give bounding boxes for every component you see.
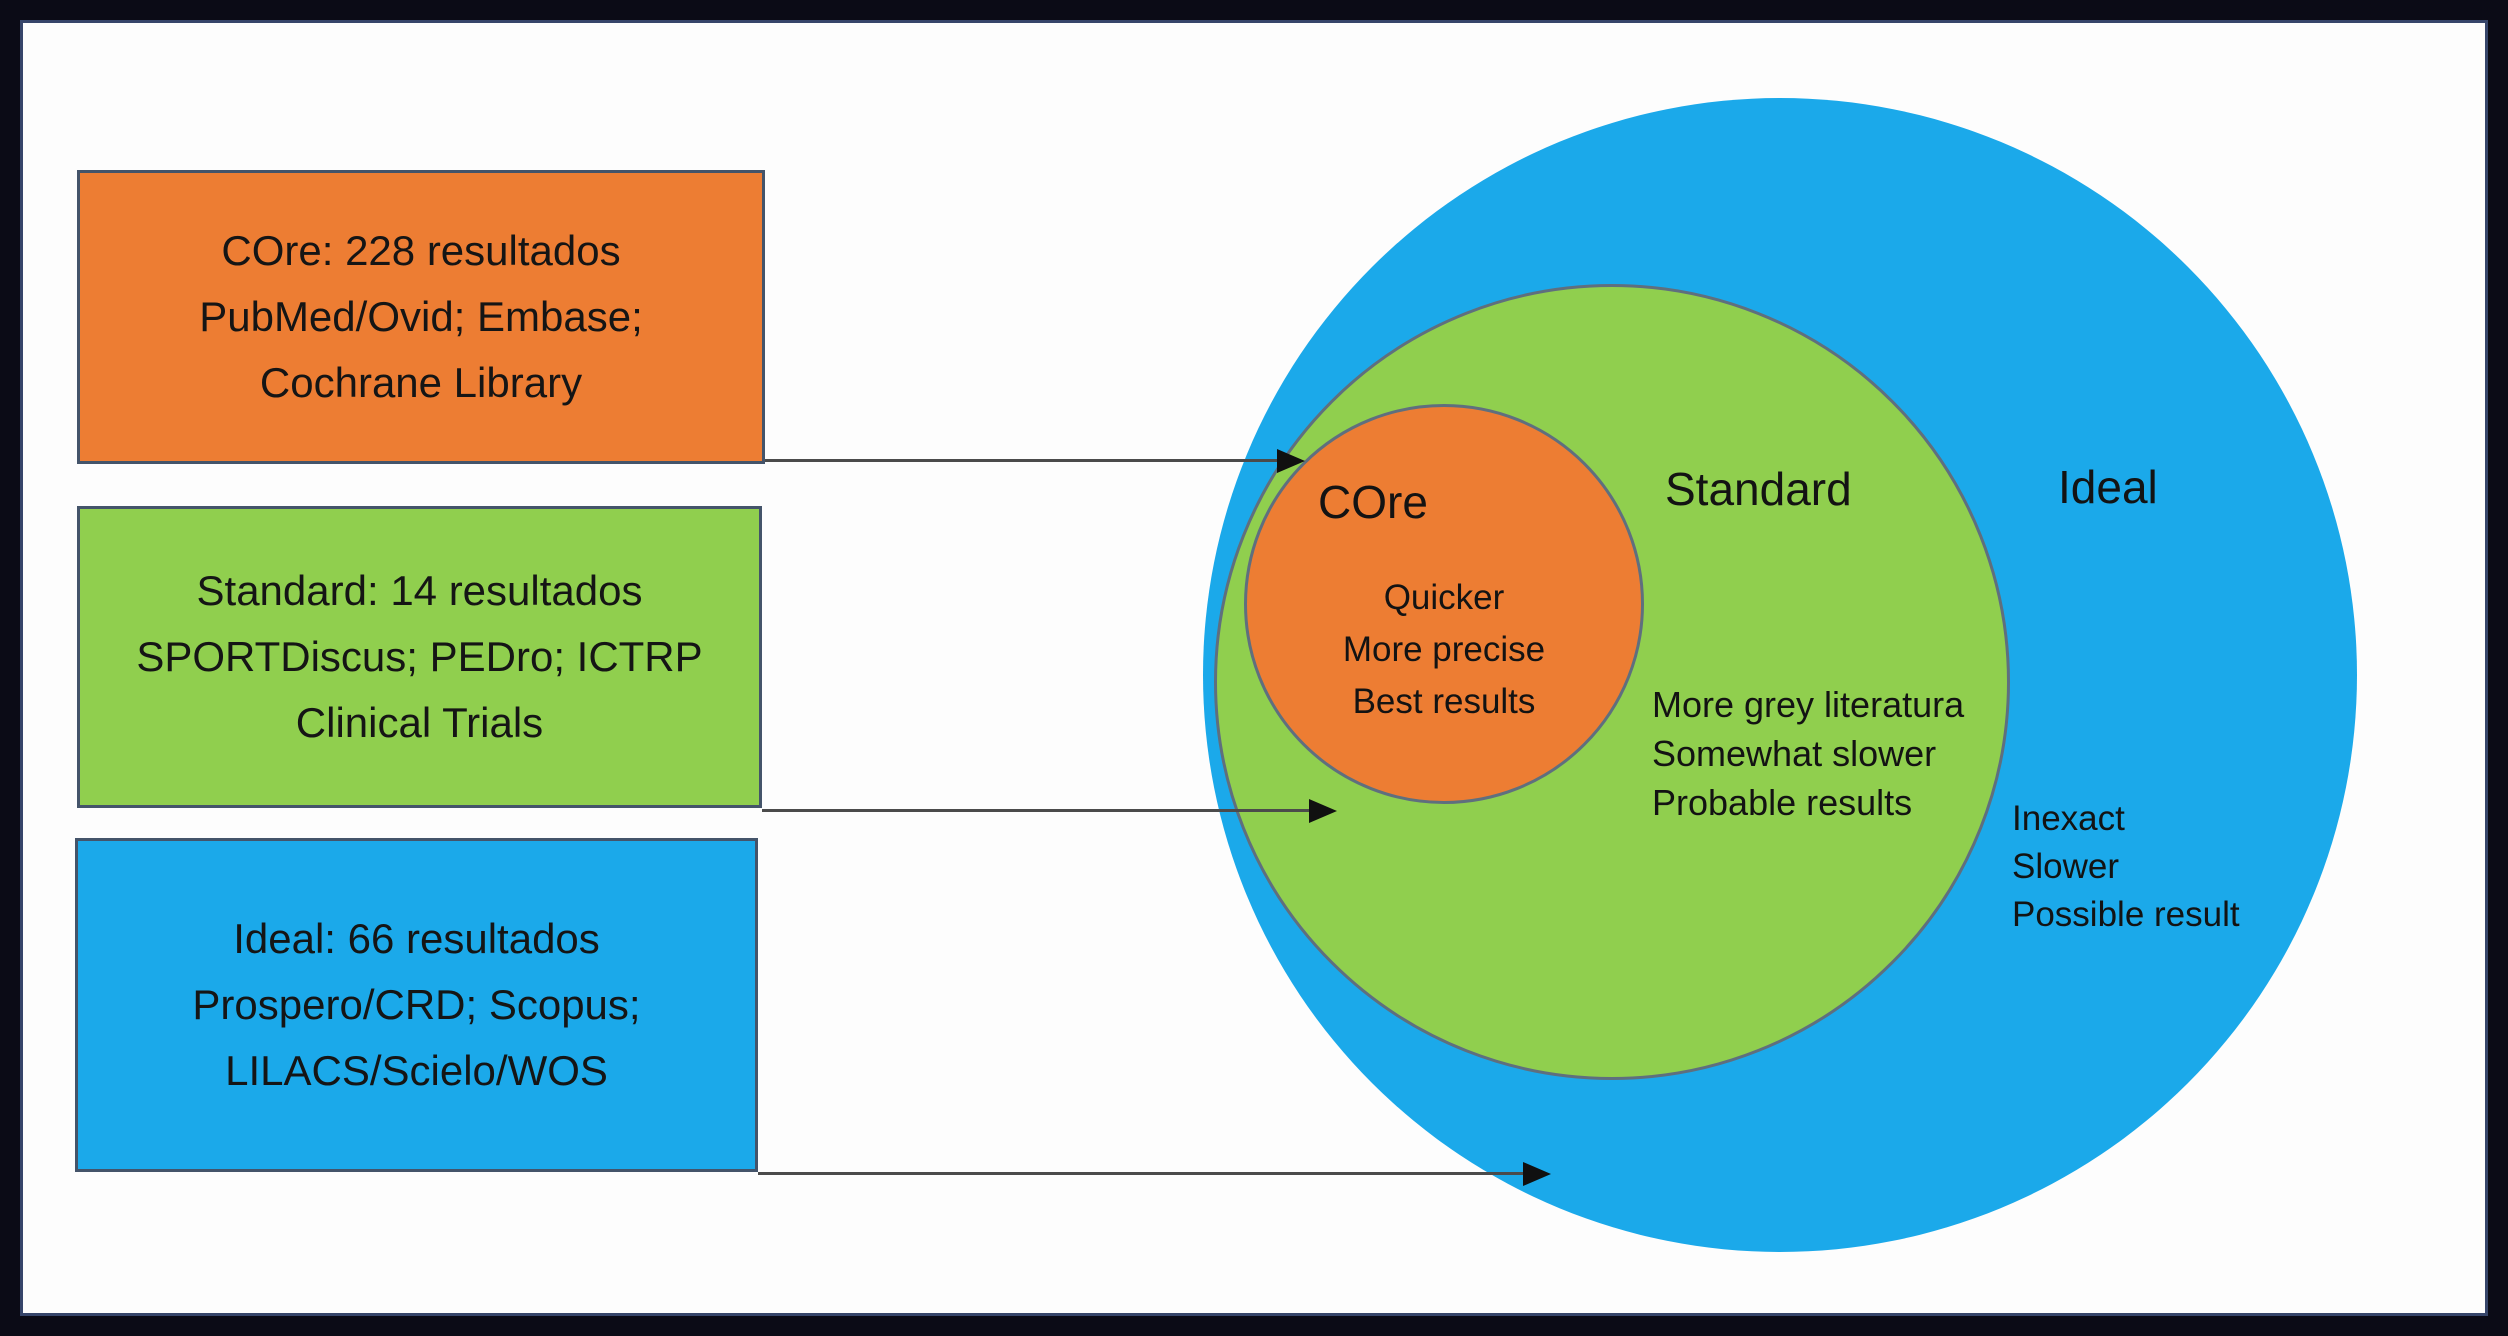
arrow-core-connector [765,448,1305,473]
legend-box-core: COre: 228 resultados PubMed/Ovid; Embase… [77,170,765,464]
legend-box-core-line-2: PubMed/Ovid; Embase; [199,293,643,340]
legend-box-standard-line-2: SPORTDiscus; PEDro; ICTRP [136,633,703,680]
venn-label-standard: Standard [1665,463,1852,515]
venn-notes-core-line-2: More precise [1342,630,1546,669]
legend-box-standard-line-3: Clinical Trials [295,699,544,746]
legend-box-standard: Standard: 14 resultados SPORTDiscus; PED… [77,506,762,808]
legend-box-standard-line-1: Standard: 14 resultados [196,567,643,614]
venn-notes-ideal-line-1: Inexact [2012,799,2125,838]
venn-notes-standard-line-2: Somewhat slower [1652,733,1937,774]
venn-label-ideal: Ideal [2058,461,2158,513]
venn-notes-core-line-1: Quicker [1383,578,1505,617]
arrow-standard-connector [762,798,1337,823]
venn-notes-ideal: Inexact Slower Possible result [2012,795,2240,939]
venn-notes-ideal-line-3: Possible result [2012,895,2240,934]
legend-box-core-line-3: Cochrane Library [259,359,583,406]
venn-notes-core: Quicker More precise Best results [1244,572,1644,728]
arrow-right-icon [1277,448,1305,473]
legend-box-ideal-line-2: Prospero/CRD; Scopus; [192,981,641,1028]
venn-label-core: COre [1318,476,1428,528]
venn-notes-standard: More grey literatura Somewhat slower Pro… [1652,680,1964,827]
arrow-right-icon [1309,798,1337,823]
legend-box-ideal: Ideal: 66 resultados Prospero/CRD; Scopu… [75,838,758,1172]
arrow-right-icon [1523,1161,1551,1186]
venn-notes-ideal-line-2: Slower [2012,847,2119,886]
legend-box-core-line-1: COre: 228 resultados [221,227,621,274]
venn-circle-core [1244,404,1644,804]
arrow-ideal-connector [758,1161,1551,1186]
legend-box-ideal-line-3: LILACS/Scielo/WOS [225,1047,608,1094]
venn-notes-standard-line-1: More grey literatura [1652,684,1965,725]
legend-box-ideal-line-1: Ideal: 66 resultados [233,915,600,962]
venn-notes-core-line-3: Best results [1352,682,1536,721]
venn-notes-standard-line-3: Probable results [1652,782,1913,823]
